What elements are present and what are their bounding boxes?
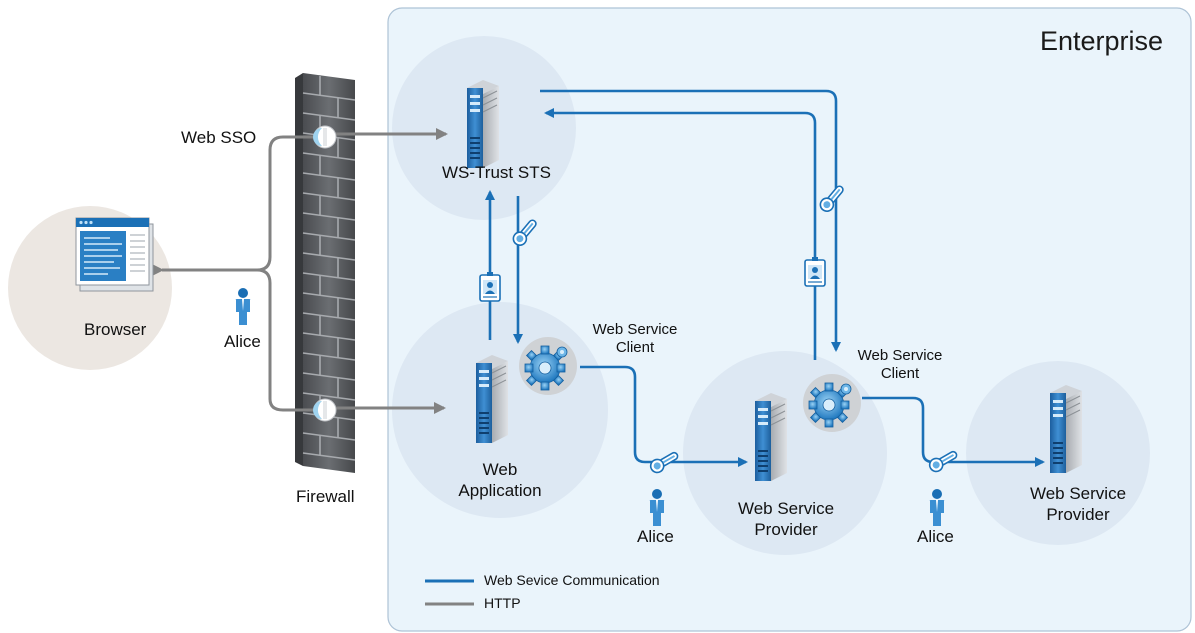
alice-label-wsp1: Alice [637, 527, 674, 546]
legend-http-label: HTTP [484, 595, 521, 611]
firewall-label: Firewall [296, 487, 355, 506]
id-card-icon [479, 271, 501, 302]
enterprise-title: Enterprise [1040, 26, 1164, 56]
wsp1-label: Web Service Provider [737, 499, 835, 539]
web-app-label: Web Application [458, 460, 542, 500]
sts-server-icon [466, 79, 500, 169]
client1-label: Web Service Client [592, 321, 678, 357]
web-sso-label: Web SSO [181, 128, 257, 147]
web-service-connection [485, 89, 1045, 467]
alice-person-icon [235, 288, 251, 325]
client1-gear-icon [518, 336, 578, 396]
browser-window-icon [75, 217, 154, 292]
wsp2-server-icon [1049, 384, 1083, 474]
alice-label-wsp2: Alice [917, 527, 954, 546]
id-card-icon [804, 256, 826, 287]
http-connection [152, 128, 448, 414]
browser-label: Browser [84, 320, 147, 339]
wsp2-label: Web Service Provider [1029, 484, 1127, 524]
client2-label: Web Service Client [857, 347, 943, 383]
wsp1-server-icon [754, 392, 788, 482]
legend-ws-label: Web Sevice Communication [484, 572, 660, 588]
web-app-server-icon [475, 354, 509, 444]
alice-label-browser: Alice [224, 332, 261, 351]
sts-label: WS-Trust STS [442, 163, 551, 182]
